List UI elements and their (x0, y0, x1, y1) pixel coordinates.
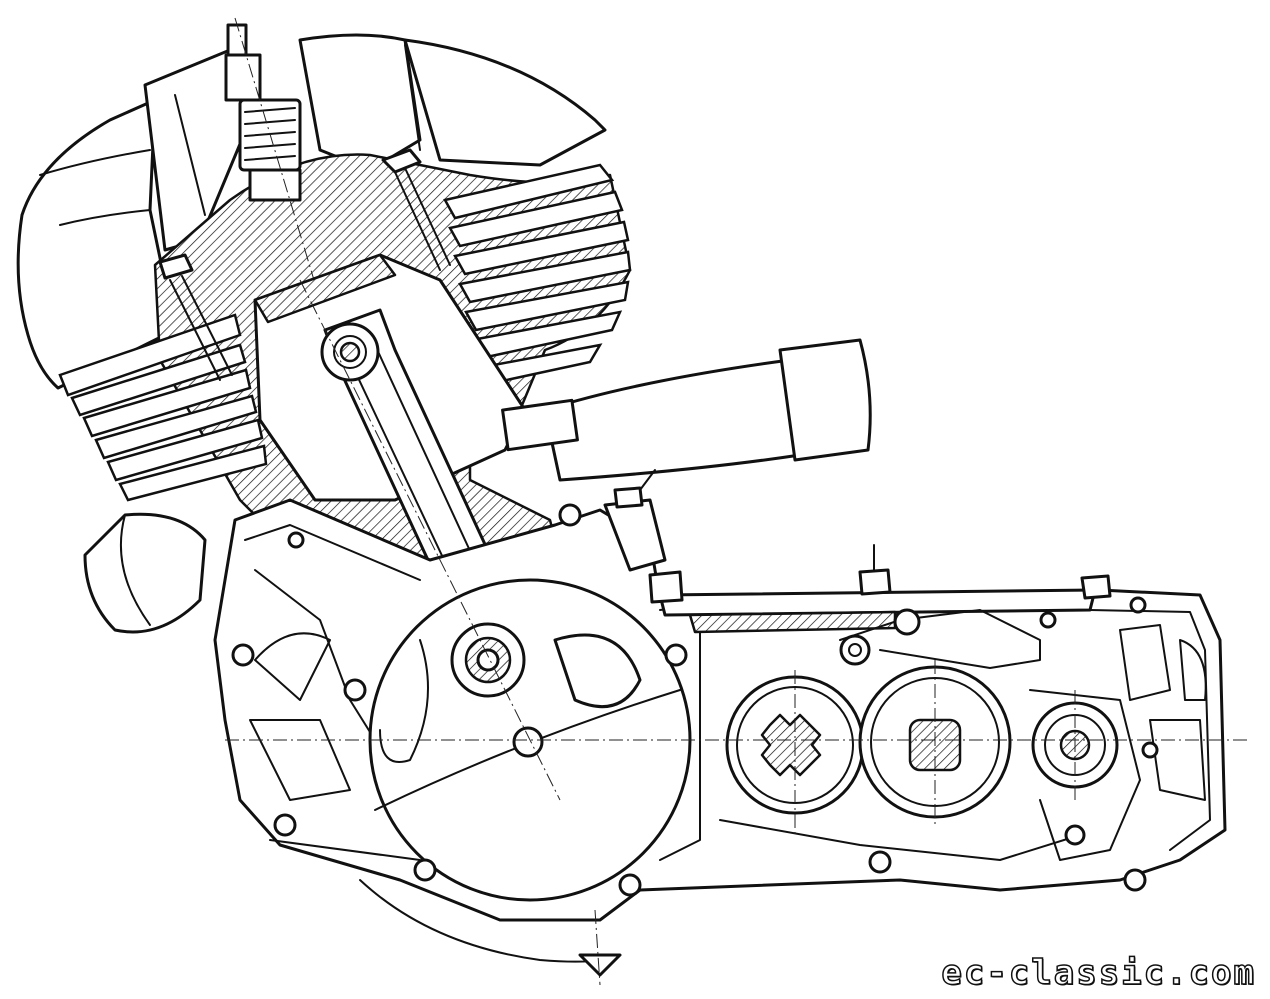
spark-plug (224, 17, 321, 301)
cylinder-head-fins (16, 33, 607, 390)
breather-fitting (603, 469, 667, 572)
watermark-text: ec-classic.com (941, 952, 1256, 994)
cylinder-fins-left (58, 313, 268, 502)
selector-rail (648, 544, 1112, 669)
case-bolt-holes (231, 503, 1159, 897)
centre-lines (225, 279, 1250, 986)
head-bolts (158, 148, 451, 381)
kickstart-mechanism (1029, 689, 1141, 861)
exhaust-stub (83, 512, 207, 634)
cylinder-fins-right (443, 163, 632, 386)
intake-tube (501, 338, 872, 482)
